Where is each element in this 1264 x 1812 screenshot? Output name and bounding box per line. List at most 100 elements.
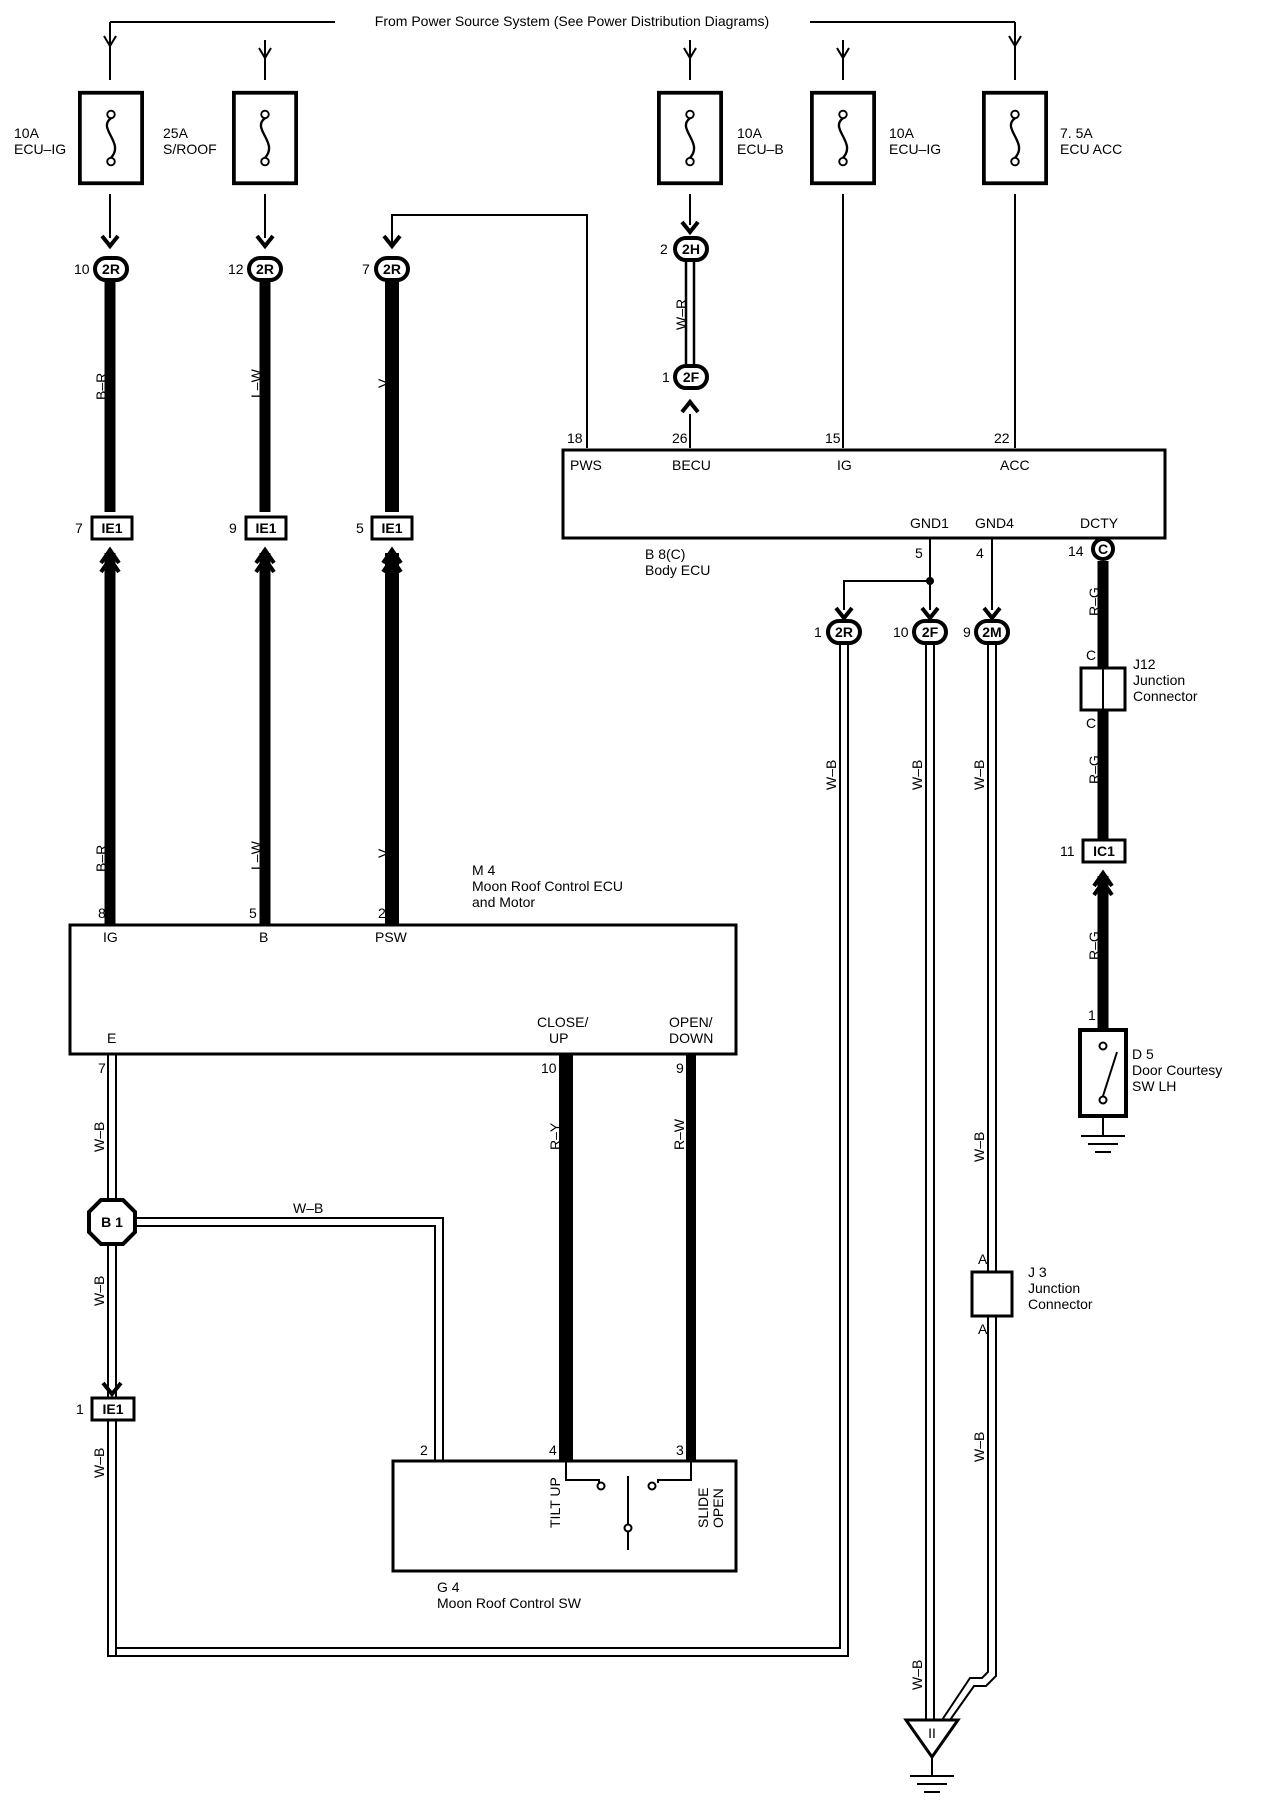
svg-text:1: 1: [1088, 1007, 1096, 1023]
svg-text:ECU ACC: ECU ACC: [1060, 141, 1122, 157]
svg-text:IE1: IE1: [102, 1401, 123, 1417]
connector-c-14: C: [1091, 537, 1115, 561]
svg-text:UP: UP: [549, 1030, 568, 1046]
svg-text:2R: 2R: [383, 261, 401, 277]
wire-w-b-2f-ground: W–B W–B: [909, 643, 935, 1720]
svg-text:4: 4: [549, 1442, 557, 1458]
wire-w-r: W–R: [673, 194, 700, 448]
connector-ie1-1: IE1 1: [76, 1396, 136, 1422]
svg-text:IG: IG: [837, 457, 852, 473]
svg-text:G 4: G 4: [437, 1579, 460, 1595]
svg-text:D 5: D 5: [1132, 1046, 1154, 1062]
svg-text:2: 2: [420, 1442, 428, 1458]
fuse-ecu-ig-2: 10A ECU–IG: [812, 93, 941, 184]
svg-text:2M: 2M: [982, 624, 1001, 640]
svg-text:2R: 2R: [256, 261, 274, 277]
svg-text:PWS: PWS: [570, 457, 602, 473]
svg-text:9: 9: [963, 624, 971, 640]
svg-text:J 3: J 3: [1028, 1264, 1047, 1280]
svg-text:J12: J12: [1133, 656, 1156, 672]
svg-text:1: 1: [662, 369, 670, 385]
svg-text:B–R: B–R: [93, 373, 109, 400]
svg-text:SLIDE: SLIDE: [695, 1488, 711, 1528]
connector-2r-10: 2R 10: [74, 256, 129, 282]
connector-2m-9: 2M 9: [963, 619, 1010, 645]
svg-text:10: 10: [74, 261, 90, 277]
svg-text:11: 11: [1060, 843, 1075, 859]
svg-text:12: 12: [228, 261, 244, 277]
svg-text:SW LH: SW LH: [1132, 1078, 1176, 1094]
svg-text:10: 10: [541, 1060, 557, 1076]
svg-text:IG: IG: [103, 929, 118, 945]
connector-2r-7: 2R 7: [362, 256, 410, 282]
svg-text:L–W: L–W: [248, 368, 264, 398]
svg-text:7: 7: [362, 261, 370, 277]
svg-text:B: B: [259, 929, 268, 945]
moon-roof-ecu: 8 IG 5 B 2 PSW M 4 Moon Roof Control ECU…: [68, 862, 738, 1076]
svg-text:Connector: Connector: [1133, 688, 1198, 704]
svg-text:Body ECU: Body ECU: [645, 562, 710, 578]
door-courtesy-switch: 1 D 5 Door Courtesy SW LH: [1078, 1007, 1222, 1153]
svg-text:W–B: W–B: [909, 760, 925, 790]
svg-text:8: 8: [98, 905, 106, 921]
svg-text:W–B: W–B: [91, 1276, 107, 1306]
svg-text:2H: 2H: [682, 241, 700, 257]
connector-ie1-5: IE1 5: [356, 515, 414, 541]
connector-ie1-9: IE1 9: [229, 515, 288, 541]
svg-text:22: 22: [994, 430, 1010, 446]
svg-text:C: C: [1098, 541, 1108, 557]
svg-text:W–B: W–B: [971, 760, 987, 790]
svg-text:S/ROOF: S/ROOF: [163, 141, 217, 157]
connector-2r-1: 2R 1: [814, 619, 862, 645]
svg-text:IC1: IC1: [1093, 843, 1115, 859]
svg-text:2: 2: [378, 905, 386, 921]
svg-text:9: 9: [229, 520, 237, 536]
connector-2r-12: 2R 12: [228, 256, 283, 282]
svg-text:R–G: R–G: [1086, 755, 1102, 784]
svg-text:DCTY: DCTY: [1080, 515, 1119, 531]
junction-connector-j3: A A J 3 Junction Connector: [970, 1251, 1093, 1337]
svg-text:26: 26: [672, 430, 688, 446]
svg-text:5: 5: [356, 520, 364, 536]
fuse-feed-arrows: [109, 40, 1016, 80]
svg-text:5: 5: [915, 545, 923, 561]
svg-text:L–W: L–W: [248, 840, 264, 870]
fuse-ecu-ig-1: 10A ECU–IG: [14, 93, 142, 184]
svg-text:Moon Roof Control SW: Moon Roof Control SW: [437, 1595, 582, 1611]
svg-text:R–G: R–G: [1086, 931, 1102, 960]
svg-text:15: 15: [825, 430, 841, 446]
svg-text:ECU–IG: ECU–IG: [889, 141, 941, 157]
svg-text:II: II: [928, 1725, 936, 1741]
svg-text:TILT UP: TILT UP: [547, 1477, 563, 1528]
svg-text:B 8(C): B 8(C): [645, 546, 685, 562]
wire-r-w: R–W: [671, 1054, 696, 1460]
svg-text:2F: 2F: [922, 624, 939, 640]
connector-2f-1: 2F 1: [662, 364, 709, 390]
svg-text:CLOSE/: CLOSE/: [537, 1014, 588, 1030]
svg-text:PSW: PSW: [375, 929, 408, 945]
svg-text:C: C: [1086, 647, 1096, 663]
svg-text:W–B: W–B: [823, 760, 839, 790]
svg-text:Junction: Junction: [1133, 672, 1185, 688]
svg-text:18: 18: [567, 430, 583, 446]
svg-text:W–R: W–R: [673, 299, 689, 330]
svg-text:10A: 10A: [14, 125, 40, 141]
svg-text:2F: 2F: [683, 369, 700, 385]
svg-text:IE1: IE1: [255, 520, 276, 536]
wire-v: V V: [375, 214, 588, 925]
connector-2f-10: 2F 10: [893, 619, 948, 645]
junction-connector-j12: C C J12 Junction Connector: [1079, 647, 1198, 731]
body-ecu: 18 PWS 26 BECU 15 IG 22 ACC GND1 GND4 DC…: [561, 430, 1167, 578]
svg-text:GND1: GND1: [910, 515, 949, 531]
wire-ig-acc-feeds: [842, 194, 1016, 448]
svg-text:10: 10: [893, 624, 909, 640]
wire-w-b-2m-ground: W–B W–B W–B: [941, 643, 997, 1721]
svg-text:DOWN: DOWN: [669, 1030, 713, 1046]
svg-text:2R: 2R: [835, 624, 853, 640]
svg-text:B–R: B–R: [93, 845, 109, 872]
svg-text:GND4: GND4: [975, 515, 1014, 531]
svg-text:Moon Roof Control ECU: Moon Roof Control ECU: [472, 878, 623, 894]
svg-text:10A: 10A: [889, 125, 915, 141]
svg-text:W–B: W–B: [971, 1132, 987, 1162]
